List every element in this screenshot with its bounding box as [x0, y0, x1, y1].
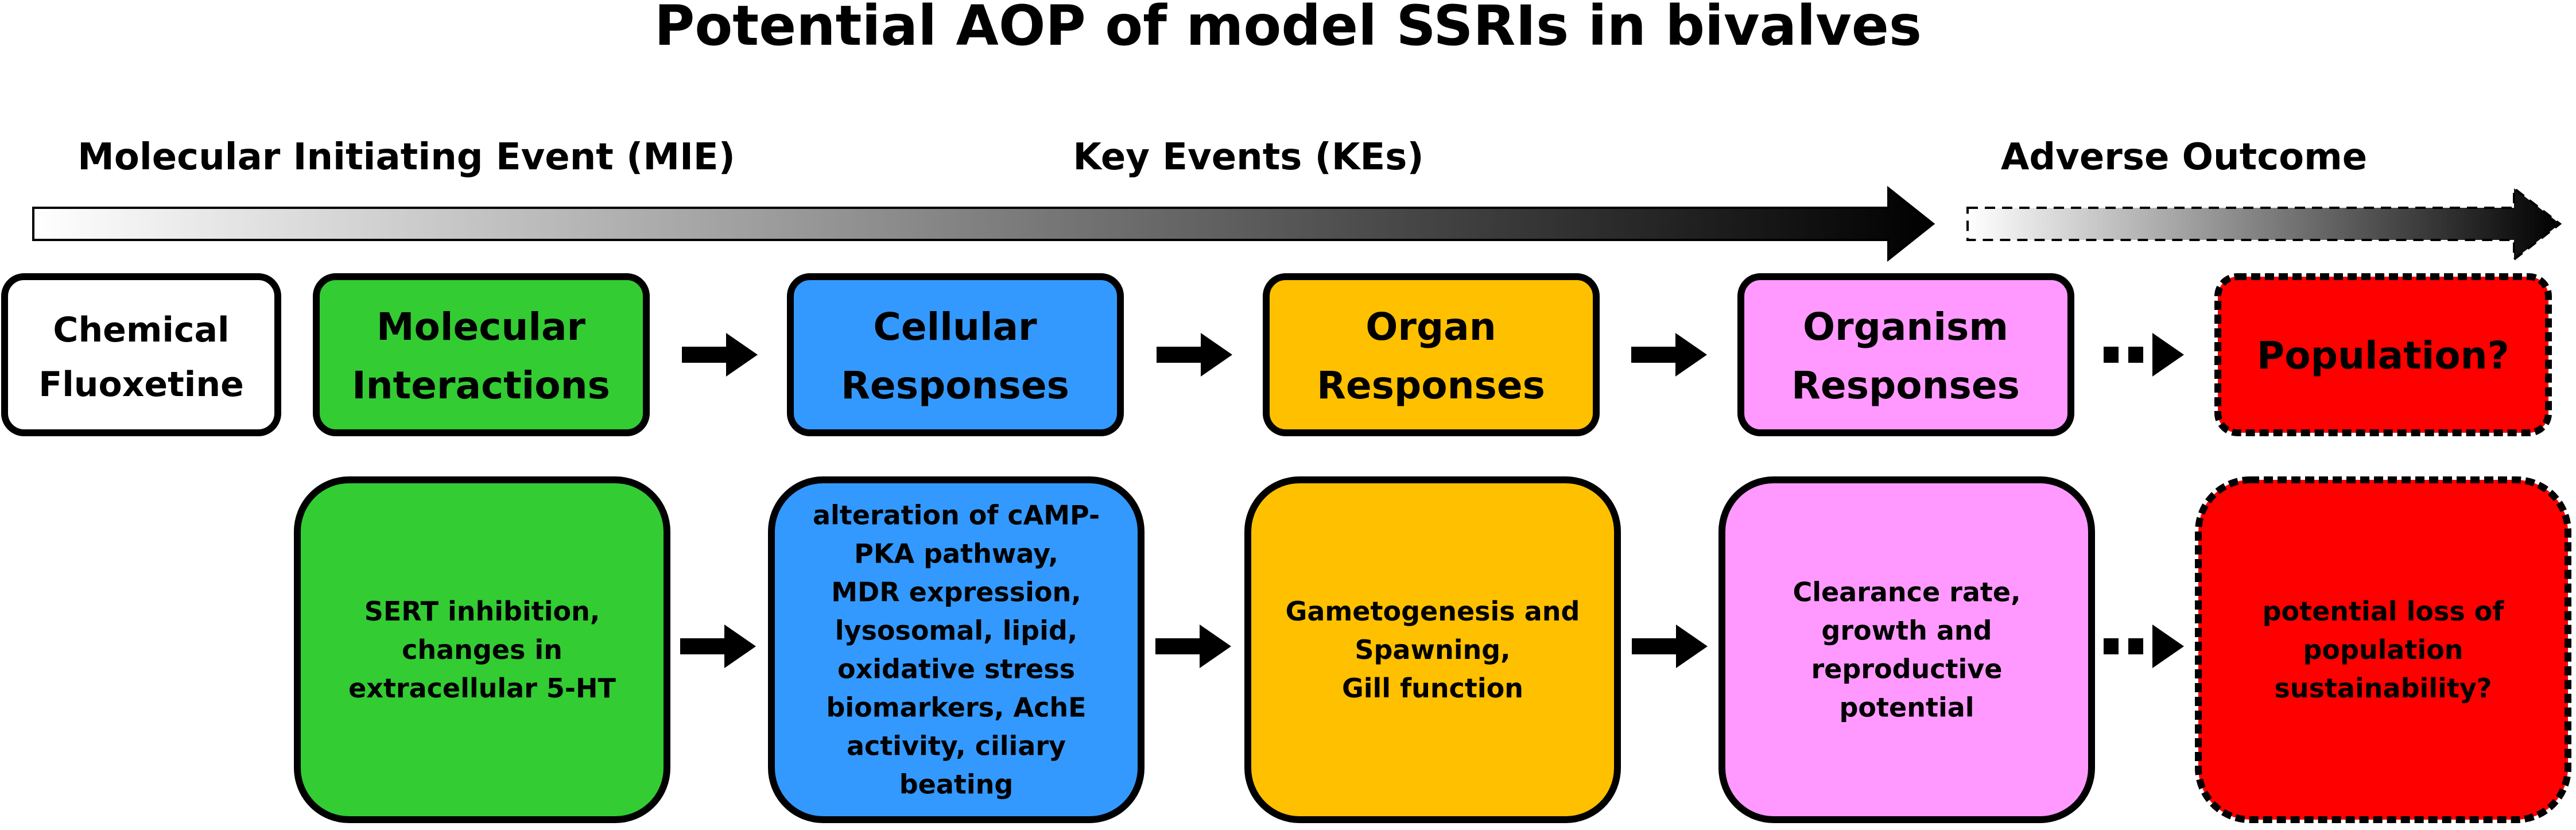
- detail-line: potential: [1839, 692, 1974, 723]
- progression-arrow: [32, 185, 1935, 262]
- detail-line: Clearance rate,: [1793, 577, 2020, 608]
- stage-detail-organism: Clearance rate, growth and reproductive pot…: [1718, 476, 2095, 823]
- stage-header-text: Responses: [1791, 363, 2020, 408]
- adverse-outcome-arrow: [1966, 185, 2562, 262]
- stage-header-text: Population?: [2257, 333, 2509, 378]
- diagram-title: Potential AOP of model SSRIs in bivalves: [654, 0, 1922, 58]
- detail-line: biomarkers, AchE: [826, 692, 1086, 723]
- detail-text: SERT inhibition, changes in extracellular …: [348, 596, 616, 704]
- detail-line: oxidative stress: [837, 654, 1075, 685]
- phase-label-kes: Key Events (KEs): [1073, 136, 1423, 179]
- detail-text: potential loss of population sustainabilit…: [2263, 596, 2505, 704]
- stage-header-molecular: Molecular Interactions: [313, 273, 650, 436]
- stage-detail-population: potential loss of population sustainabilit…: [2195, 476, 2571, 823]
- stage-header-organism: Organism Responses: [1737, 273, 2074, 436]
- chemical-label: Chemical: [53, 310, 229, 350]
- stage-header-cellular: Cellular Responses: [787, 273, 1124, 436]
- chemical-box: Chemical Fluoxetine: [1, 273, 281, 436]
- stage-header-text: Organ: [1365, 305, 1496, 349]
- stage-header-organ: Organ Responses: [1263, 273, 1600, 436]
- stage-header-text: Interactions: [352, 363, 610, 408]
- stage-detail-cellular: alteration of cAMP- PKA pathway, MDR expre…: [768, 476, 1145, 823]
- detail-line: activity, ciliary: [847, 731, 1066, 762]
- detail-line: changes in: [402, 634, 562, 665]
- detail-line: Gill function: [1342, 673, 1523, 704]
- phase-label-mie: Molecular Initiating Event (MIE): [77, 136, 735, 179]
- detail-line: potential loss of: [2263, 596, 2505, 627]
- stage-header-text: Molecular: [377, 305, 586, 349]
- detail-text: Clearance rate, growth and reproductive pot…: [1793, 577, 2020, 723]
- stage-header-text: Responses: [841, 363, 1069, 408]
- stage-header-population: Population?: [2214, 273, 2552, 436]
- arrow-row1-4-dotted: [2104, 333, 2184, 377]
- detail-line: sustainability?: [2275, 673, 2492, 704]
- phase-label-ao: Adverse Outcome: [2001, 136, 2367, 179]
- detail-line: reproductive: [1811, 654, 2003, 685]
- detail-line: alteration of cAMP-: [813, 500, 1100, 531]
- stage-detail-molecular: SERT inhibition, changes in extracellular …: [294, 476, 670, 823]
- arrow-row2-1: [680, 625, 756, 668]
- arrow-row2-4-dotted: [2104, 625, 2184, 668]
- stage-header-text: Cellular: [873, 305, 1037, 349]
- detail-line: MDR expression,: [831, 577, 1081, 608]
- detail-text: alteration of cAMP- PKA pathway, MDR expre…: [813, 500, 1100, 800]
- detail-line: growth and: [1821, 615, 1992, 646]
- detail-line: population: [2303, 634, 2463, 665]
- detail-line: SERT inhibition,: [364, 596, 600, 627]
- arrow-row1-2: [1157, 333, 1232, 377]
- detail-line: PKA pathway,: [854, 538, 1058, 569]
- arrow-row2-3: [1632, 625, 1708, 668]
- arrow-row1-1: [682, 333, 758, 377]
- stage-header-text: Organism: [1803, 305, 2008, 349]
- detail-line: beating: [899, 769, 1014, 800]
- detail-line: extracellular 5-HT: [348, 673, 616, 704]
- arrow-row2-2: [1155, 625, 1231, 668]
- detail-line: Spawning,: [1355, 634, 1510, 665]
- detail-line: lysosomal, lipid,: [835, 615, 1078, 646]
- stage-header-text: Responses: [1317, 363, 1545, 408]
- arrow-row1-3: [1631, 333, 1707, 377]
- chemical-name: Fluoxetine: [38, 364, 244, 405]
- detail-line: Gametogenesis and: [1286, 596, 1580, 627]
